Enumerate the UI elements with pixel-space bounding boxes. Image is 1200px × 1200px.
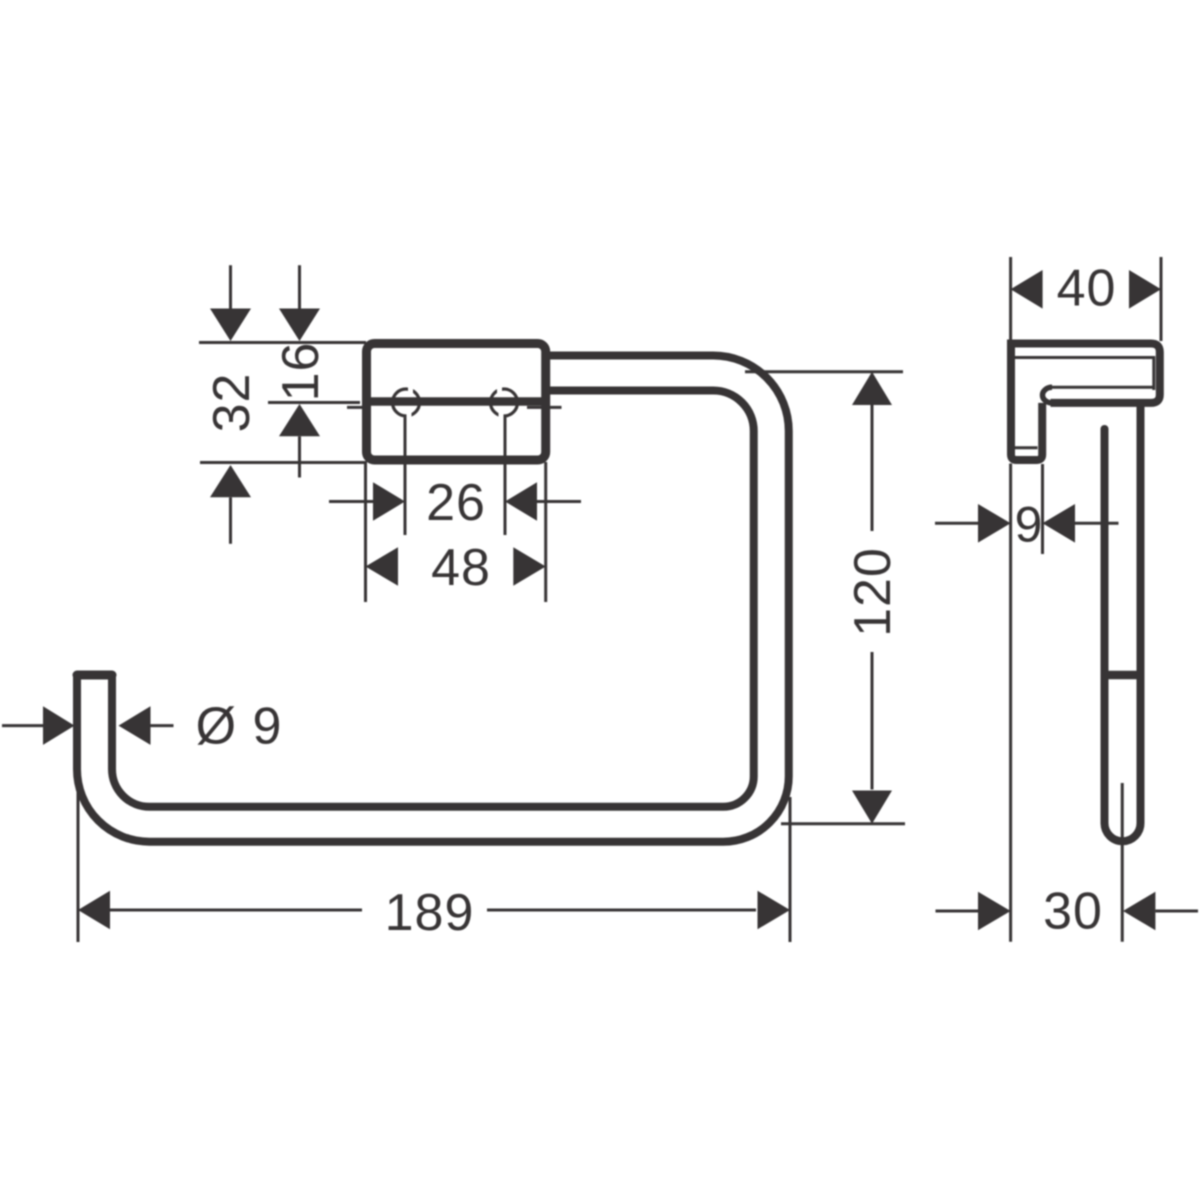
svg-text:48: 48: [431, 539, 491, 597]
svg-text:9: 9: [1015, 497, 1044, 553]
svg-text:120: 120: [844, 547, 902, 637]
svg-text:40: 40: [1057, 260, 1117, 318]
svg-text:Ø 9: Ø 9: [196, 698, 283, 756]
svg-text:32: 32: [203, 373, 261, 433]
svg-text:26: 26: [426, 474, 486, 532]
svg-text:16: 16: [272, 342, 330, 402]
svg-text:189: 189: [385, 884, 475, 942]
svg-text:30: 30: [1043, 883, 1103, 941]
